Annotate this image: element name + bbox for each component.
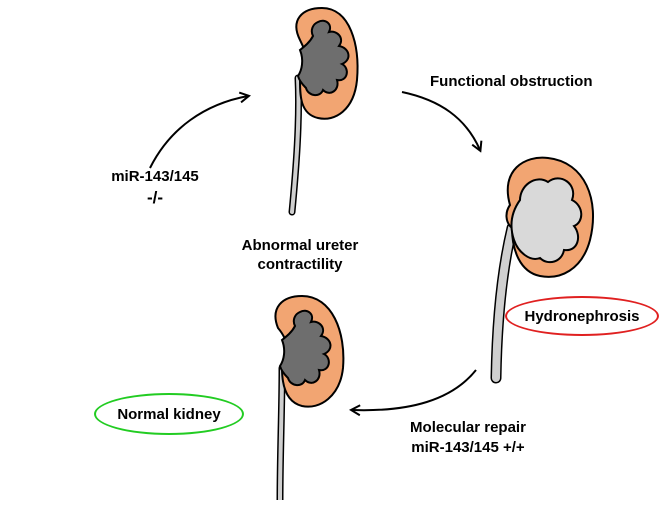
mir-knockout-label-line2: -/- [146, 188, 164, 207]
normal-kidney-badge: Normal kidney [94, 393, 244, 435]
abnormal-contractility-line2: contractility [257, 256, 343, 273]
hydronephrosis-badge: Hydronephrosis [505, 296, 659, 336]
abnormal-contractility-line1: Abnormal ureter [241, 237, 359, 254]
molecular-repair-line1: Molecular repair [410, 419, 526, 436]
kidney-bottom-icon [274, 294, 345, 504]
kidney-hydronephrotic-icon [490, 156, 594, 384]
arrow-to-normal-icon [352, 369, 477, 410]
kidney-top-icon [288, 6, 359, 216]
arrow-to-hydronephrosis-icon [401, 91, 480, 150]
functional-obstruction-label: Functional obstruction [430, 73, 593, 90]
molecular-repair-line2: miR-143/145 +/+ [411, 439, 525, 456]
mir-knockout-label-line1: miR-143/145 [111, 168, 199, 185]
arrow-to-abnormal-icon [149, 96, 248, 169]
